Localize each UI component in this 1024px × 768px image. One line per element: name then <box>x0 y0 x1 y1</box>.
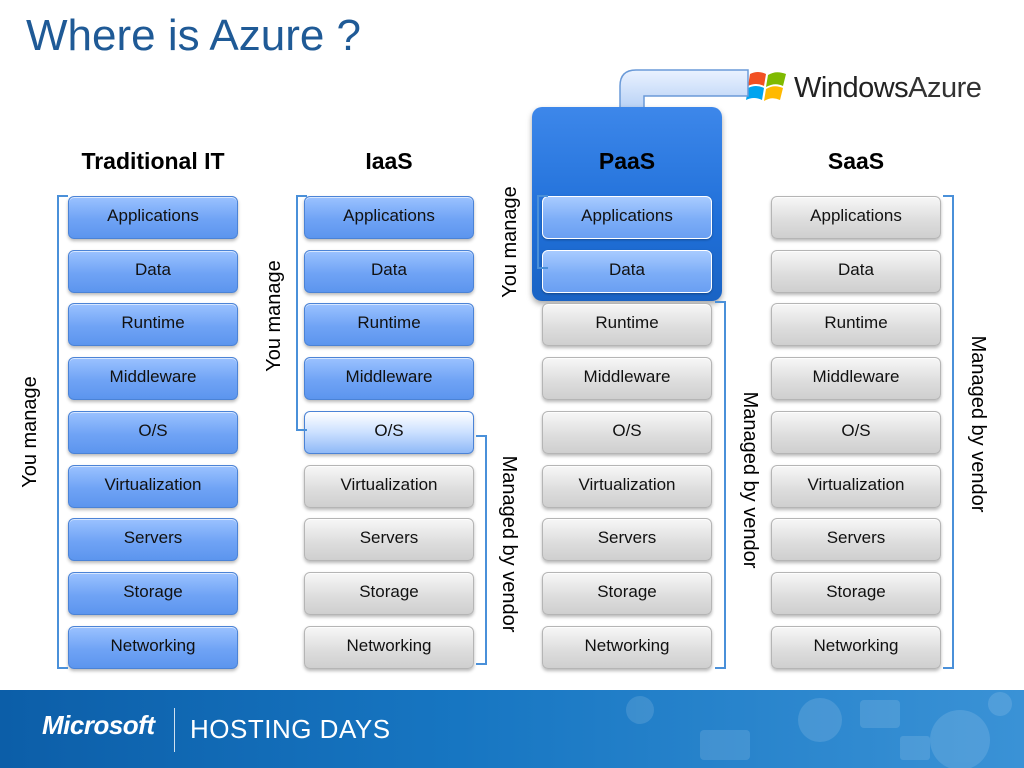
layer-box: Storage <box>771 572 941 615</box>
slide-title: Where is Azure ? <box>26 11 362 60</box>
layer-box: Data <box>304 250 474 293</box>
column-heading-1: IaaS <box>365 148 413 174</box>
layer-box: Virtualization <box>771 465 941 508</box>
microsoft-logo: Microsoft <box>42 710 155 740</box>
layer-box: Networking <box>304 626 474 669</box>
layer-box: Applications <box>304 196 474 239</box>
footer-divider <box>174 708 175 752</box>
layer-box: Runtime <box>542 303 712 346</box>
layer-box: Applications <box>68 196 238 239</box>
layer-box: Virtualization <box>542 465 712 508</box>
windows-flag-icon <box>746 72 786 101</box>
logo-brand: Windows <box>794 72 909 104</box>
layer-box: Servers <box>542 518 712 561</box>
bracket-paas-vendor <box>715 301 726 669</box>
you-manage-label-paas: You manage <box>499 186 521 298</box>
logo-product: Azure <box>908 72 982 104</box>
layer-box: Virtualization <box>304 465 474 508</box>
footer-pattern <box>626 692 1012 768</box>
layer-box: Virtualization <box>68 465 238 508</box>
column-heading-2: PaaS <box>598 148 656 174</box>
bracket-traditional-you-manage <box>57 195 68 669</box>
layer-box: Middleware <box>304 357 474 400</box>
vendor-label-saas: Managed by vendor <box>967 335 989 513</box>
layer-box: Middleware <box>68 357 238 400</box>
layer-box: Storage <box>542 572 712 615</box>
layer-box: O/S <box>542 411 712 454</box>
layer-box: Applications <box>542 196 712 239</box>
layer-box: Servers <box>68 518 238 561</box>
layer-box: Networking <box>771 626 941 669</box>
layer-box: Applications <box>771 196 941 239</box>
layer-box: Middleware <box>542 357 712 400</box>
layer-box: Storage <box>68 572 238 615</box>
bracket-saas-vendor <box>943 195 954 669</box>
column-heading-3: SaaS <box>827 148 885 174</box>
layer-box: Networking <box>68 626 238 669</box>
vendor-label-iaas: Managed by vendor <box>498 455 520 633</box>
layer-box: Data <box>771 250 941 293</box>
layer-box: Servers <box>304 518 474 561</box>
azure-logo-text: WindowsAzure <box>794 72 982 105</box>
layer-box: Data <box>542 250 712 293</box>
you-manage-label-traditional: You manage <box>19 376 41 488</box>
layer-box: Runtime <box>771 303 941 346</box>
layer-box: Networking <box>542 626 712 669</box>
bracket-iaas-vendor <box>476 435 487 665</box>
layer-box: Storage <box>304 572 474 615</box>
you-manage-label-iaas: You manage <box>263 260 285 372</box>
column-heading-0: Traditional IT <box>81 148 225 174</box>
layer-box: O/S <box>304 411 474 454</box>
vendor-label-paas: Managed by vendor <box>739 391 761 569</box>
layer-box: Middleware <box>771 357 941 400</box>
layer-box: Runtime <box>68 303 238 346</box>
layer-box: Runtime <box>304 303 474 346</box>
layer-box: O/S <box>771 411 941 454</box>
footer-bar: Microsoft HOSTING DAYS <box>0 690 1024 768</box>
layer-box: O/S <box>68 411 238 454</box>
event-name: HOSTING DAYS <box>190 714 391 744</box>
layer-box: Servers <box>771 518 941 561</box>
layer-box: Data <box>68 250 238 293</box>
